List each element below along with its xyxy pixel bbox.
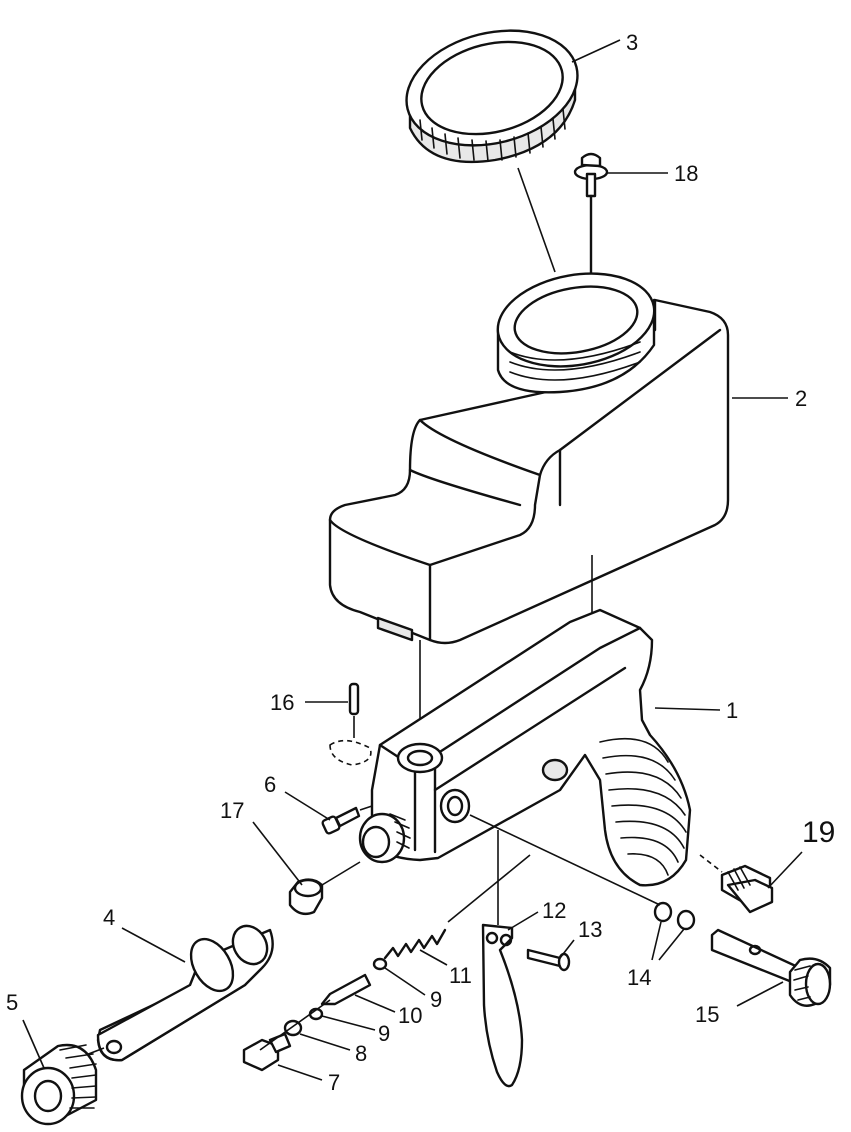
callout-16: 16 (270, 690, 294, 715)
callout-1: 1 (726, 698, 738, 723)
part-16-pin (329, 682, 372, 766)
callout-9-upper: 9 (430, 987, 442, 1012)
callout-labels: 3 18 2 1 16 6 17 4 5 7 8 9 10 9 11 12 13… (6, 30, 835, 1095)
part-2-hopper (328, 298, 730, 645)
part-17-liner (288, 878, 324, 916)
callout-7: 7 (328, 1070, 340, 1095)
callout-4: 4 (103, 905, 115, 930)
assembly-line-valve (447, 854, 531, 923)
assembly-line-adjuster (469, 814, 661, 906)
part-7-plug (242, 1032, 292, 1072)
callout-14: 14 (627, 965, 651, 990)
part-4-nozzle (96, 924, 274, 1062)
part-3-cap (405, 29, 579, 164)
part-14-washer-b (676, 909, 696, 931)
callout-12: 12 (542, 898, 566, 923)
callout-19: 19 (802, 816, 835, 849)
callout-13: 13 (578, 917, 602, 942)
callout-17: 17 (220, 798, 244, 823)
part-11-spring (383, 928, 447, 960)
callout-10: 10 (398, 1003, 422, 1028)
part-12-trigger (481, 923, 524, 1088)
part-1-gun-body (358, 608, 692, 887)
callout-6: 6 (264, 772, 276, 797)
part-13-screw (526, 948, 571, 972)
assembly-line-plug (259, 999, 331, 1051)
part-15-adjuster (710, 928, 832, 1007)
callout-leaders (22, 39, 803, 1081)
part-19-fitting (699, 854, 774, 914)
callout-15: 15 (695, 1002, 719, 1027)
callout-5: 5 (6, 990, 18, 1015)
callout-3: 3 (626, 30, 638, 55)
callout-8: 8 (355, 1041, 367, 1066)
part-14-washer-a (653, 901, 673, 923)
part-2-neck (496, 272, 656, 394)
part-5-nut (20, 1043, 98, 1126)
callout-18: 18 (674, 161, 698, 186)
part-10-valve-pin (320, 973, 372, 1006)
callout-2: 2 (795, 386, 807, 411)
assembly-line-nozzle (321, 861, 361, 886)
callout-11: 11 (449, 963, 472, 988)
part-18-screw (573, 152, 609, 292)
part-6-screw (321, 805, 373, 835)
callout-9-lower: 9 (378, 1021, 390, 1046)
part-9-oring-upper (372, 957, 388, 971)
assembly-line-cap (517, 167, 556, 273)
